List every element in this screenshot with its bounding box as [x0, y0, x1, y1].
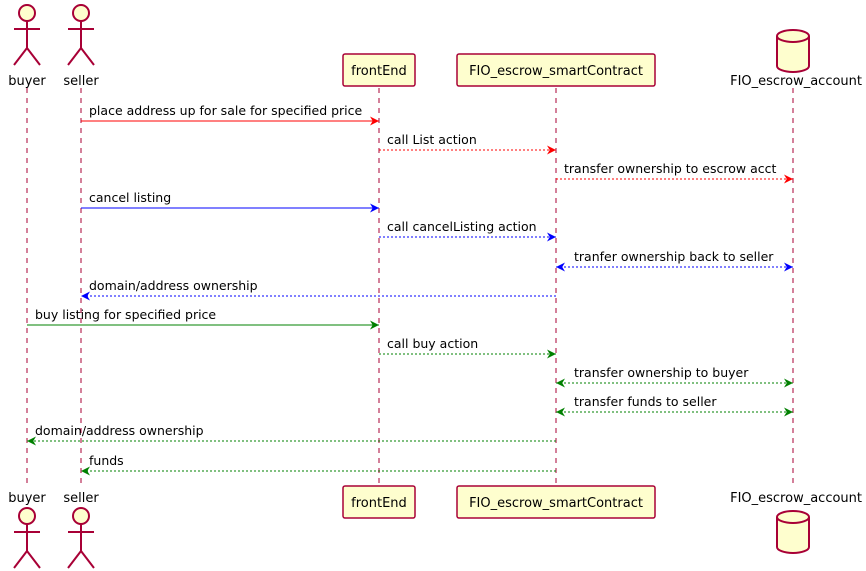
message-4: cancel listing — [81, 190, 379, 213]
participant-bottom-account: FIO_escrow_account — [730, 491, 862, 554]
participant-box — [342, 53, 416, 87]
message-12: domain/address ownership — [27, 423, 556, 446]
participant-label-seller-bottom: seller — [63, 491, 99, 506]
message-6: tranfer ownership back to seller — [556, 249, 793, 272]
messages: place address up for sale for specified … — [27, 103, 793, 476]
participant-label-buyer-bottom: buyer — [8, 491, 46, 506]
message-3: transfer ownership to escrow acct — [556, 161, 793, 184]
database-icon — [776, 29, 810, 73]
actor-icon — [13, 507, 41, 569]
participant-box — [456, 485, 656, 519]
message-label: call cancelListing action — [387, 219, 537, 234]
participant-label-seller-top: seller — [63, 74, 99, 89]
message-label: transfer ownership to escrow acct — [564, 161, 776, 176]
message-10: transfer ownership to buyer — [556, 365, 793, 388]
message-7: domain/address ownership — [81, 278, 556, 301]
message-label: domain/address ownership — [35, 423, 204, 438]
actor-icon — [67, 507, 95, 569]
message-1: place address up for sale for specified … — [81, 103, 379, 126]
participant-label-contract-bottom: FIO_escrow_smartContract — [469, 496, 643, 511]
actor-icon — [67, 4, 95, 66]
message-label: buy listing for specified price — [35, 307, 216, 322]
message-label: funds — [89, 453, 124, 468]
message-label: tranfer ownership back to seller — [574, 249, 774, 264]
message-5: call cancelListing action — [379, 219, 556, 242]
participant-bottom-seller: seller — [63, 491, 99, 569]
message-label: call List action — [387, 132, 477, 147]
lifelines — [26, 88, 794, 486]
participant-label-contract-top: FIO_escrow_smartContract — [469, 64, 643, 79]
participant-bottom-buyer: buyer — [8, 491, 46, 569]
participant-heads: buyerbuyersellersellerfrontEndfrontEndFI… — [8, 4, 862, 569]
message-label: place address up for sale for specified … — [89, 103, 363, 118]
participant-top-seller: seller — [63, 4, 99, 89]
actor-icon — [13, 4, 41, 66]
participant-label-frontEnd-bottom: frontEnd — [351, 496, 407, 511]
database-icon — [776, 510, 810, 554]
participant-top-buyer: buyer — [8, 4, 46, 89]
participant-top-account: FIO_escrow_account — [730, 29, 862, 89]
message-2: call List action — [379, 132, 556, 155]
participant-top-frontEnd: frontEnd — [342, 53, 416, 87]
participant-label-account-bottom: FIO_escrow_account — [730, 491, 862, 506]
participant-box — [456, 53, 656, 87]
message-label: domain/address ownership — [89, 278, 258, 293]
message-label: call buy action — [387, 336, 478, 351]
message-label: cancel listing — [89, 190, 171, 205]
message-label: transfer funds to seller — [574, 394, 717, 409]
participant-box — [342, 485, 416, 519]
participant-label-account-top: FIO_escrow_account — [730, 74, 862, 89]
message-9: call buy action — [379, 336, 556, 359]
participant-bottom-contract: FIO_escrow_smartContract — [456, 485, 656, 519]
message-8: buy listing for specified price — [27, 307, 379, 330]
participant-bottom-frontEnd: frontEnd — [342, 485, 416, 519]
participant-label-frontEnd-top: frontEnd — [351, 64, 407, 79]
participant-top-contract: FIO_escrow_smartContract — [456, 53, 656, 87]
message-13: funds — [81, 453, 556, 476]
participant-label-buyer-top: buyer — [8, 74, 46, 89]
message-11: transfer funds to seller — [556, 394, 793, 417]
message-label: transfer ownership to buyer — [574, 365, 749, 380]
